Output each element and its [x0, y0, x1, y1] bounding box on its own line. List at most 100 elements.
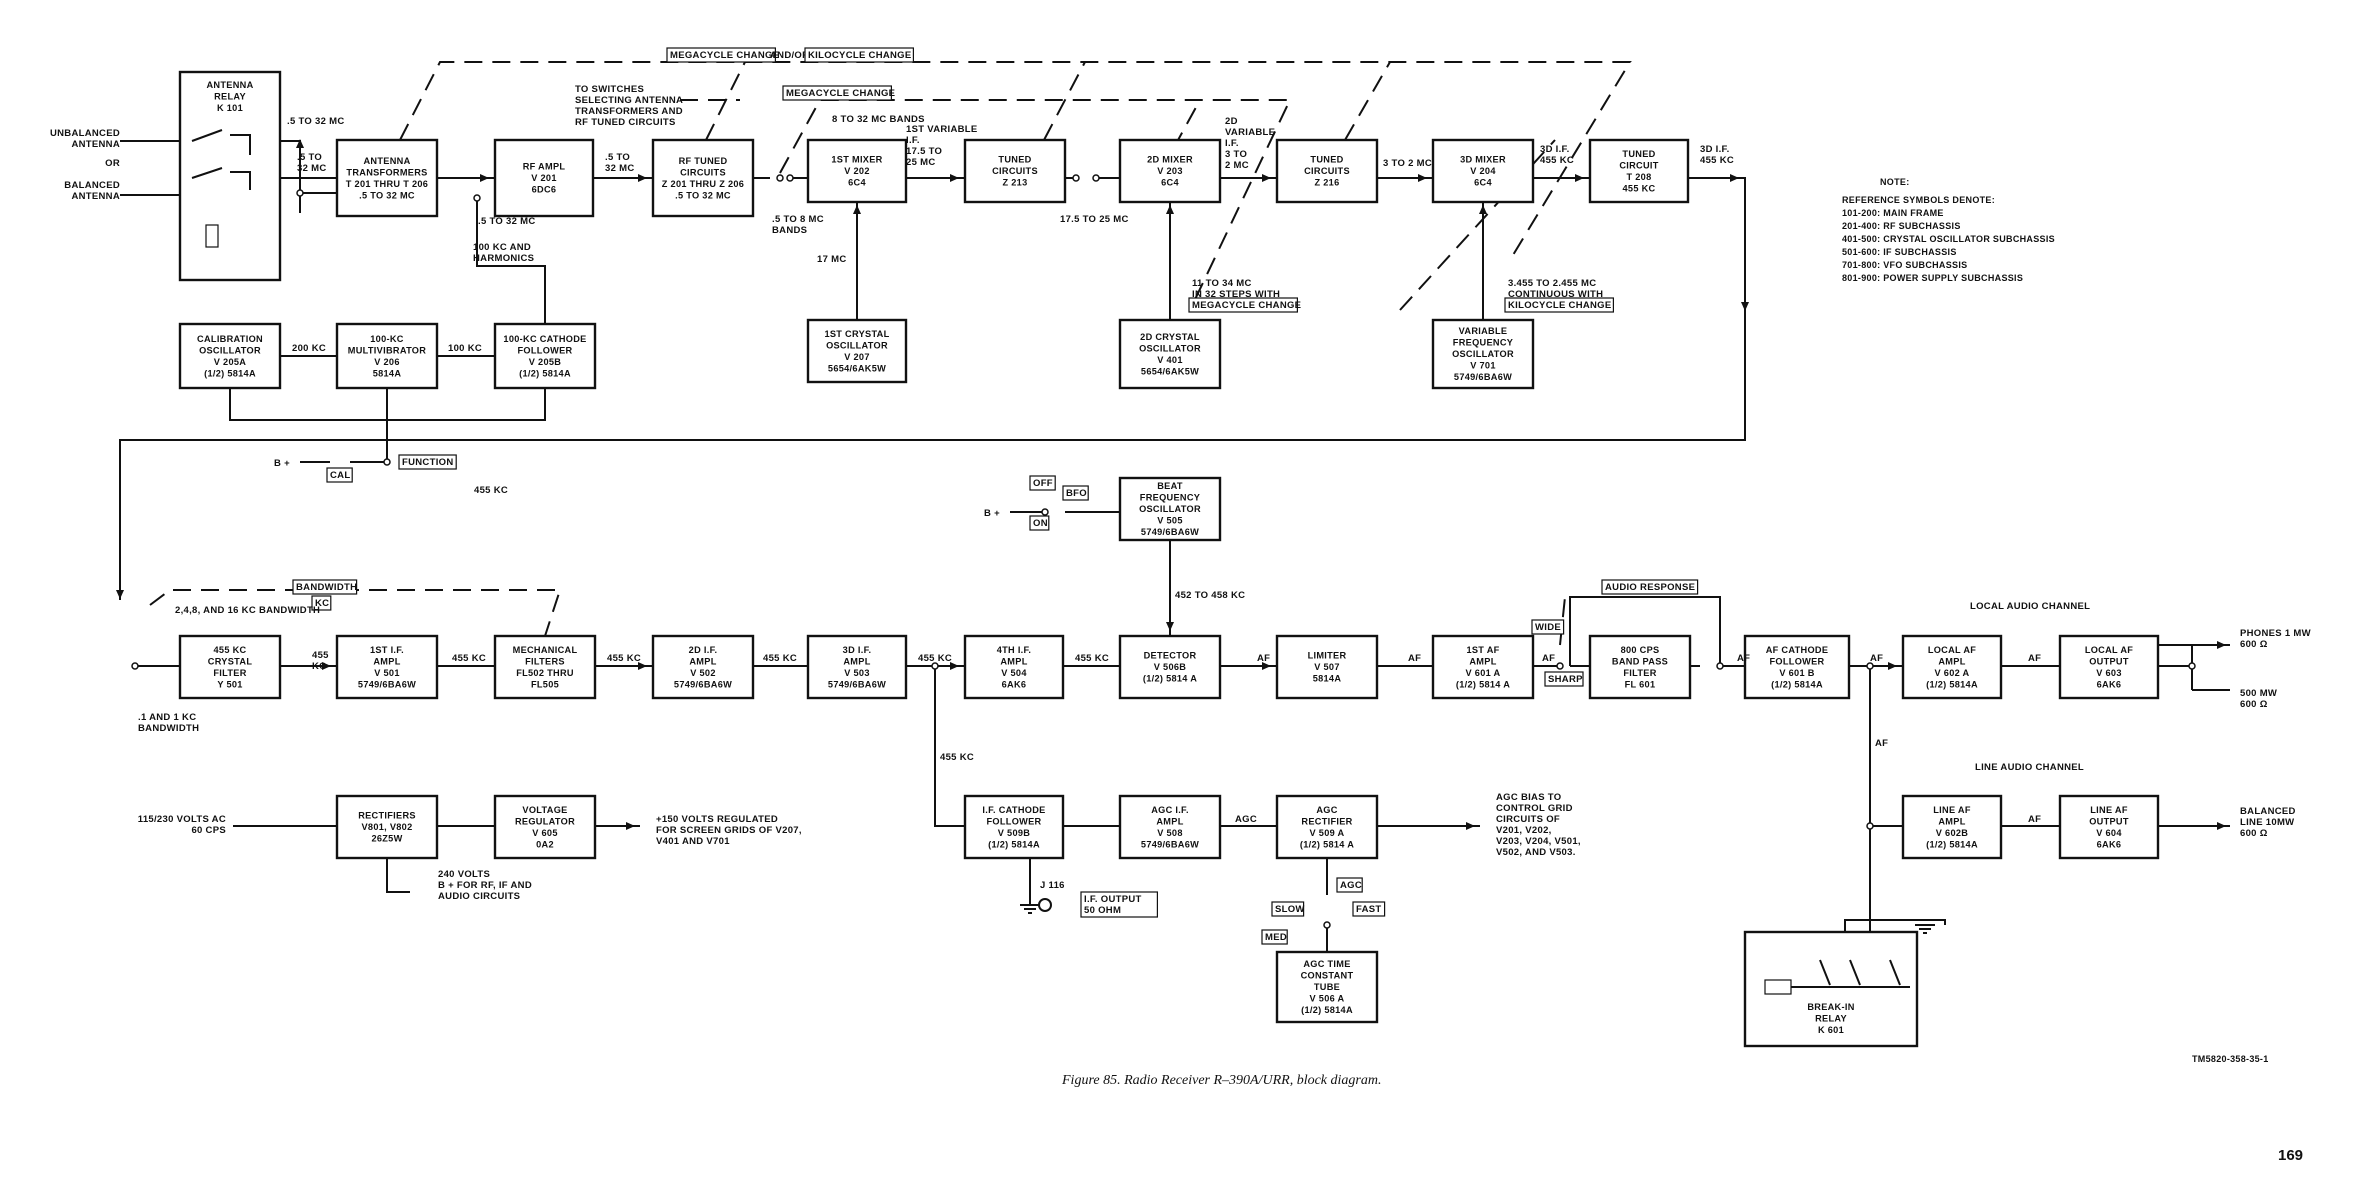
label-text: 3D I.F.	[1700, 144, 1730, 155]
block-text: V 502	[690, 668, 716, 678]
label-text: OR	[105, 158, 120, 169]
label-text: BANDS	[772, 225, 807, 236]
label-l-slow: SLOW	[1271, 901, 1304, 917]
label-text: HARMONICS	[473, 253, 534, 264]
block-text: V 602 A	[1935, 668, 1970, 678]
block-text: 100-KC CATHODE	[503, 334, 586, 344]
label-l-on: ON	[1029, 515, 1050, 531]
label-l-af3: AF	[1542, 653, 1555, 664]
label-l-andor: AND/OR	[770, 50, 809, 61]
label-text: .1 AND 1 KC	[138, 712, 196, 723]
block-text: AGC I.F.	[1151, 805, 1189, 815]
label-l-af4: AF	[1737, 653, 1750, 664]
label-text: AUDIO CIRCUITS	[438, 891, 520, 902]
label-text: V401 AND V701	[656, 836, 730, 847]
label-text: ANTENNA	[71, 139, 120, 150]
note-line: 401-500: CRYSTAL OSCILLATOR SUBCHASSIS	[1842, 234, 2055, 244]
block-text: CONSTANT	[1301, 971, 1354, 981]
switch-contact	[2188, 662, 2196, 670]
label-text: CONTROL GRID	[1496, 803, 1573, 814]
signal-line	[1688, 177, 1746, 311]
block-text: LINE AF	[1933, 805, 1971, 815]
block-text: CIRCUITS	[992, 166, 1038, 176]
block-text: V 207	[844, 352, 870, 362]
label-text: 100 KC AND	[473, 242, 531, 253]
block-text: AGC TIME	[1303, 959, 1350, 969]
switch-contact	[776, 174, 784, 182]
label-l-med: MED	[1261, 929, 1288, 945]
block-text: 5749/6BA6W	[828, 679, 886, 689]
coax-jack	[1038, 898, 1052, 912]
block-text: V 204	[1470, 166, 1496, 176]
label-l-452-458: 452 TO 458 KC	[1175, 590, 1245, 601]
label-frame	[1504, 297, 1615, 313]
block-text: V 509B	[998, 828, 1031, 838]
label-l-kc: KC	[311, 595, 332, 611]
label-l-kc-change: KILOCYCLE CHANGE	[804, 47, 915, 63]
block-text: OSCILLATOR	[1139, 343, 1201, 353]
switch-contact	[1866, 662, 1874, 670]
label-l-wide: WIDE	[1531, 619, 1565, 635]
label-frame	[1531, 619, 1565, 635]
block-text: 5749/6BA6W	[674, 679, 732, 689]
switch-symbols	[131, 129, 2196, 995]
relay-switch	[191, 167, 223, 179]
note-line: 501-600: IF SUBCHASSIS	[1842, 247, 1957, 257]
switch-contact	[131, 662, 139, 670]
switch-contact	[473, 194, 481, 202]
block-text: I.F. CATHODE	[982, 805, 1045, 815]
block-text: AMPL	[1938, 816, 1965, 826]
label-text: 3 TO	[1225, 149, 1247, 160]
signal-lines	[116, 139, 2230, 952]
block-text: 6AK6	[1002, 679, 1027, 689]
label-l-200kc: 200 KC	[292, 343, 326, 354]
label-l-function: FUNCTION	[398, 454, 457, 470]
label-text: AF	[1542, 653, 1555, 664]
label-l-cal: CAL	[326, 467, 353, 483]
block-text: (1/2) 5814A	[519, 368, 571, 378]
dashed-linkage	[779, 99, 1292, 311]
label-l-455-g: 455 KC	[940, 752, 974, 763]
block-text: MULTIVIBRATOR	[348, 345, 426, 355]
block-text: FL505	[531, 679, 559, 689]
block-text: CRYSTAL	[208, 656, 253, 666]
label-l-local-ch: LOCAL AUDIO CHANNEL	[1970, 601, 2090, 612]
dashed-linkage	[1399, 139, 1556, 311]
label-l-mc-change: MEGACYCLE CHANGE	[666, 47, 779, 63]
label-text: PHONES 1 MW	[2240, 628, 2311, 639]
block-text: K 101	[217, 103, 243, 113]
block-text: RELAY	[214, 92, 246, 102]
block-text: CIRCUIT	[1619, 160, 1658, 170]
page-number: 169	[2278, 1147, 2303, 1164]
block-text: V 503	[844, 668, 870, 678]
relay-contact	[1819, 959, 1831, 986]
label-text: AF	[1737, 653, 1750, 664]
label-text: AGC BIAS TO	[1496, 792, 1561, 803]
label-text: +150 VOLTS REGULATED	[656, 814, 778, 825]
label-text: 200 KC	[292, 343, 326, 354]
label-text: .5 TO 32 MC	[287, 116, 345, 127]
block-text: Z 201 THRU Z 206	[662, 179, 744, 189]
relay-switch	[191, 129, 223, 142]
block-text: 455 KC	[1623, 183, 1656, 193]
block-text: 1ST CRYSTAL	[824, 329, 889, 339]
label-l-audio-resp: AUDIO RESPONSE	[1601, 579, 1699, 595]
switch-contact	[1092, 174, 1100, 182]
block-text: OSCILLATOR	[1452, 349, 1514, 359]
label-text: TO SWITCHES	[575, 84, 644, 95]
switch-contact	[1323, 921, 1331, 929]
label-text: KC	[312, 661, 326, 672]
block-text: TUBE	[1314, 982, 1340, 992]
